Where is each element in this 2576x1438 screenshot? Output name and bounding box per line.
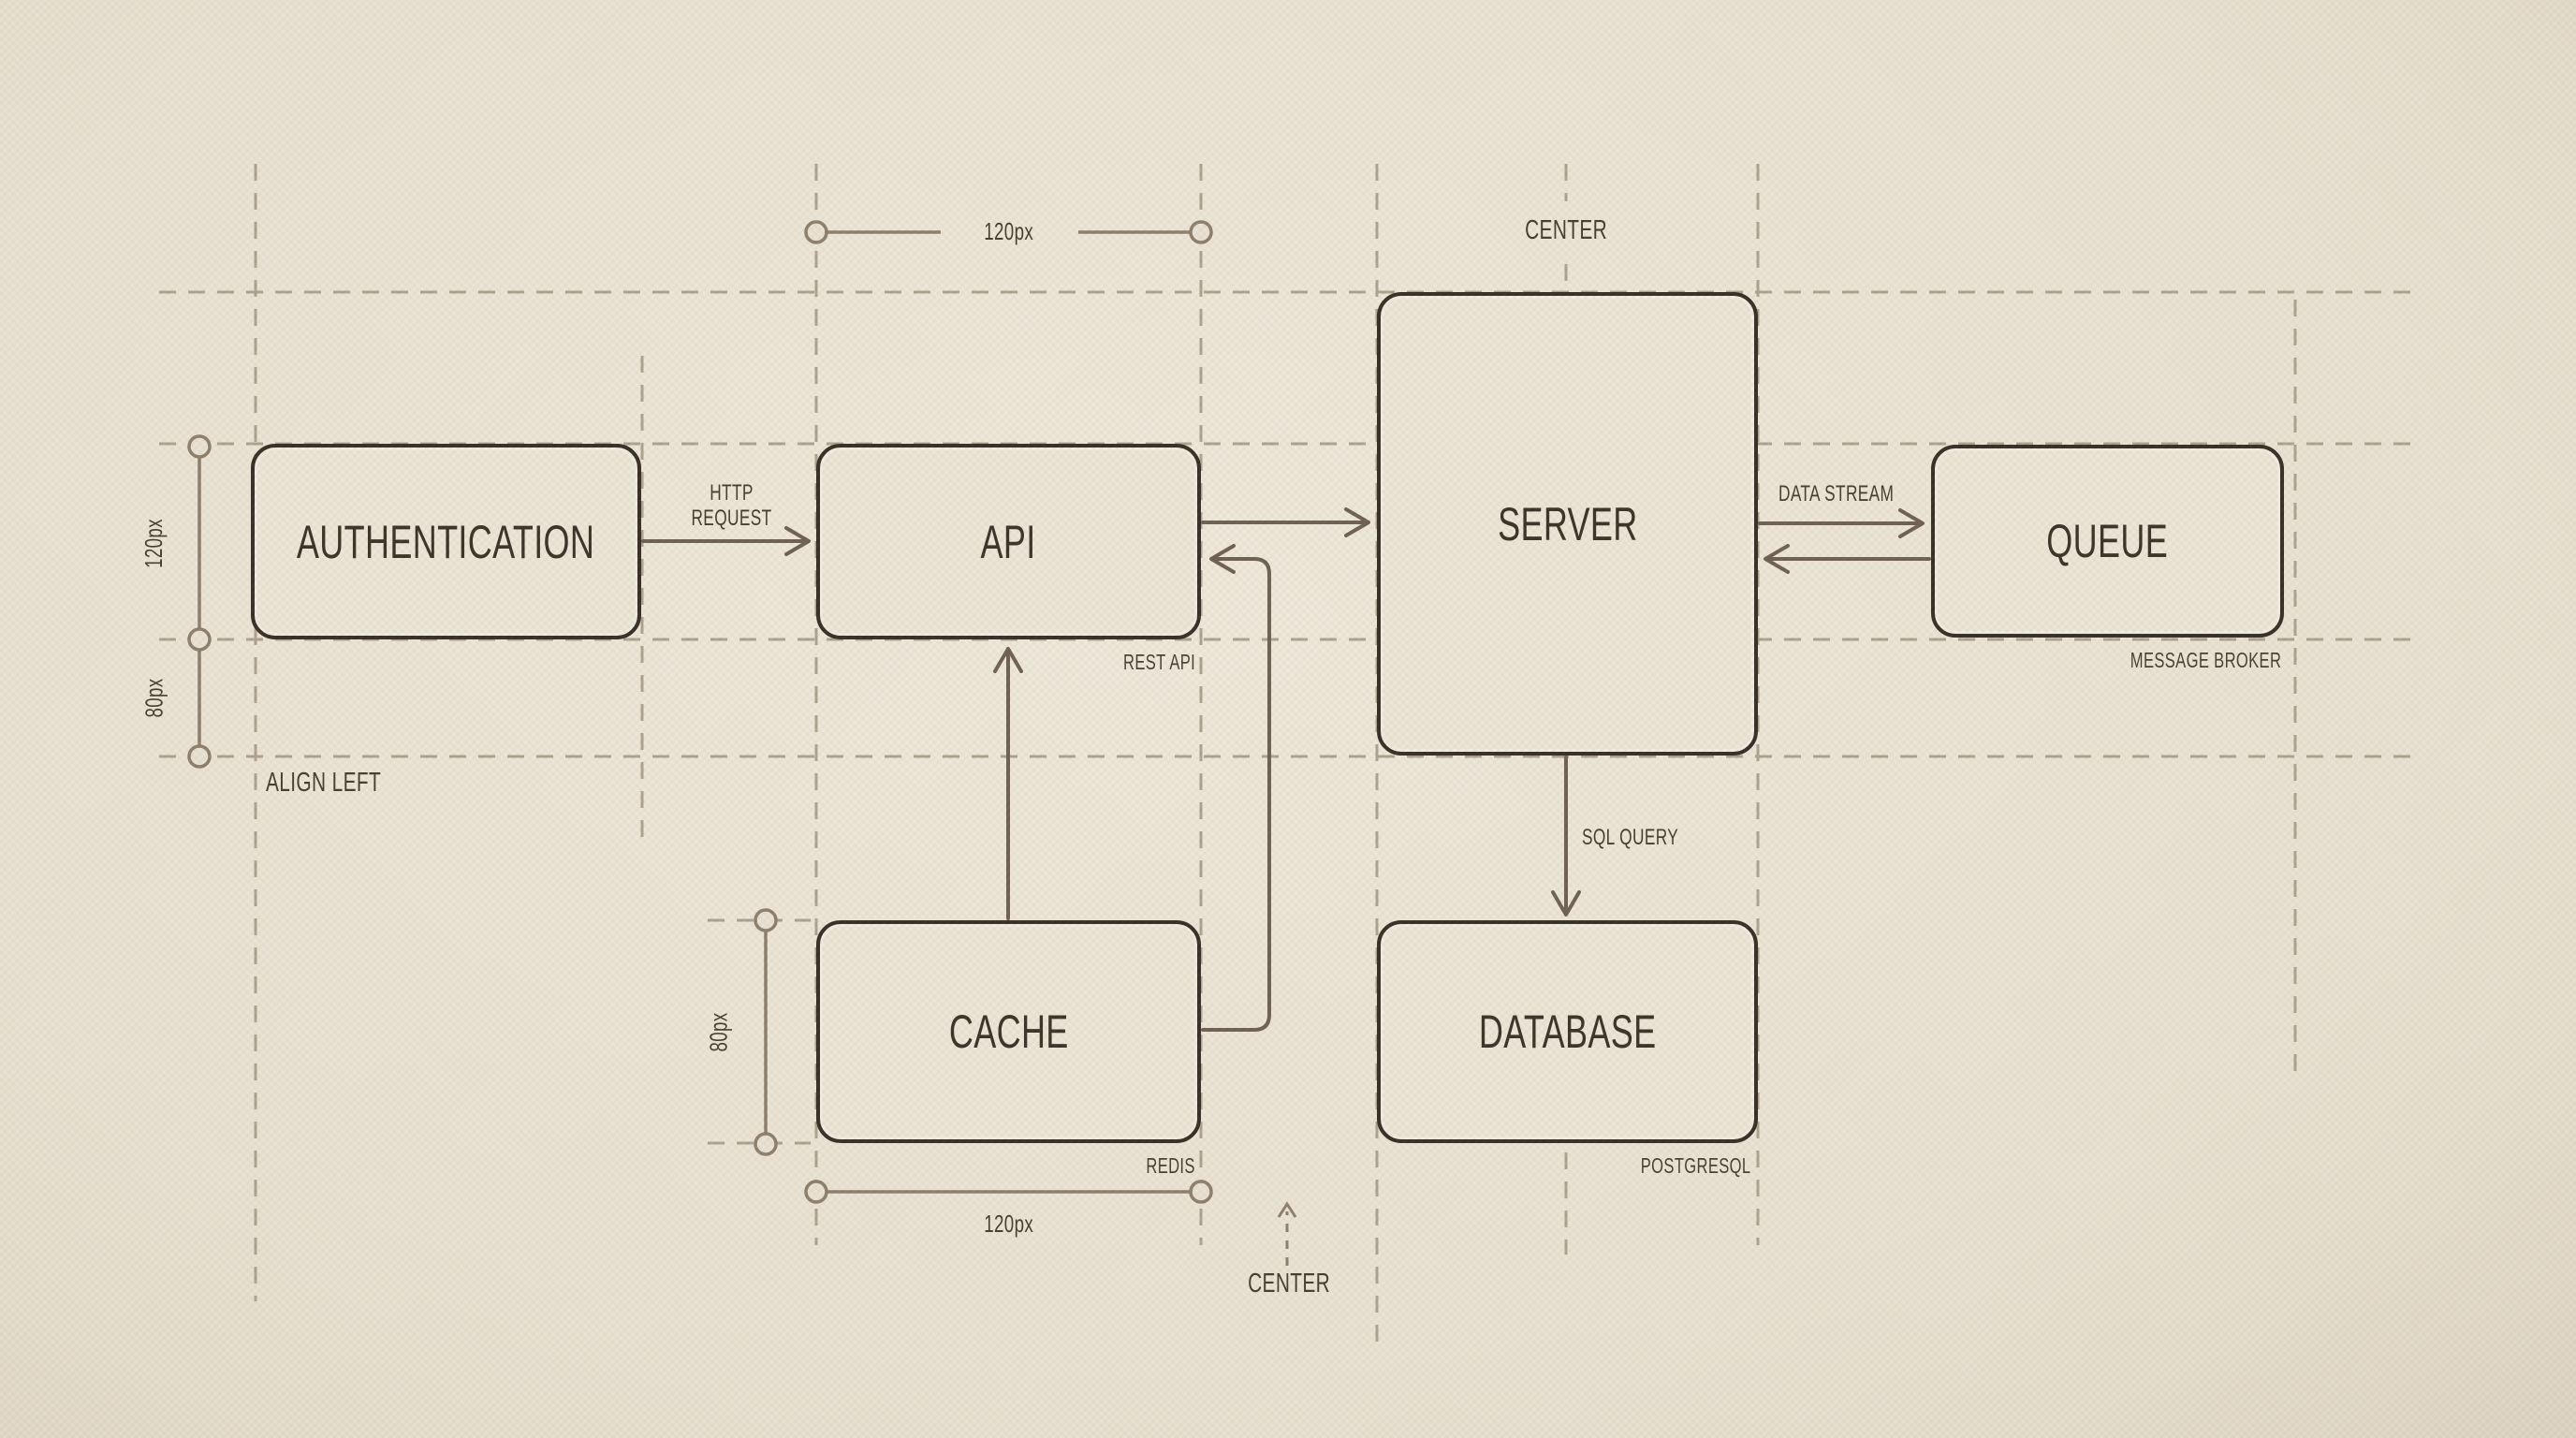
node-queue-label: QUEUE — [2046, 515, 2169, 567]
dim-endpoint — [187, 434, 212, 459]
dim-label-cache-width-text: 120px — [984, 1210, 1034, 1238]
guide-lines — [159, 164, 2421, 1343]
sublabel-redis: REDIS — [1011, 1153, 1195, 1179]
dimension-lines — [198, 230, 1190, 1194]
edge-label-data-stream-text: DATA STREAM — [1778, 481, 1895, 506]
dim-endpoint — [754, 1132, 778, 1156]
node-queue: QUEUE — [1931, 445, 2284, 638]
guide-label-center-top: CENTER — [1472, 215, 1660, 246]
edge-label-http-request: HTTP REQUEST — [637, 480, 825, 531]
node-cache: CACHE — [816, 920, 1201, 1143]
node-server-label: SERVER — [1497, 497, 1638, 550]
connector-cache-api-loop — [1201, 557, 1271, 1032]
dim-label-cache-height-text: 80px — [704, 1011, 733, 1052]
arrowhead-cache-api-loop — [1209, 544, 1236, 574]
dim-label-auth-height: 120px — [136, 468, 173, 618]
dim-label-api-width: 120px — [915, 217, 1103, 246]
guide-label-align-left: ALIGN LEFT — [266, 768, 426, 799]
sublabel-message-broker-text: MESSAGE BROKER — [2130, 648, 2281, 672]
sublabel-rest-api: REST API — [1011, 650, 1195, 675]
dim-label-cache-width: 120px — [915, 1210, 1103, 1239]
dim-endpoint — [804, 1180, 828, 1204]
sublabel-postgresql-text: POSTGRESQL — [1640, 1153, 1750, 1178]
dim-endpoint — [1189, 220, 1213, 244]
node-server: SERVER — [1377, 292, 1758, 756]
edge-label-sql-query-text: SQL QUERY — [1582, 825, 1679, 850]
sublabel-message-broker: MESSAGE BROKER — [2003, 648, 2281, 673]
arrowhead-queue-server — [1764, 544, 1790, 574]
arrowhead-api-server — [1344, 507, 1370, 537]
sublabel-rest-api-text: REST API — [1122, 650, 1195, 674]
guide-label-center-bottom: CENTER — [1195, 1269, 1383, 1299]
arrowhead-server-queue — [1898, 508, 1925, 538]
connectors — [641, 507, 1931, 1032]
edge-label-http-request-text: HTTP REQUEST — [690, 480, 772, 531]
node-authentication: AUTHENTICATION — [251, 444, 641, 639]
dim-endpoint — [754, 908, 778, 932]
node-api: API — [816, 444, 1201, 639]
node-authentication-label: AUTHENTICATION — [297, 515, 595, 568]
arrowhead-auth-api — [784, 526, 811, 556]
node-database-label: DATABASE — [1478, 1005, 1657, 1058]
center-pointer-arrowhead — [1277, 1201, 1297, 1218]
dim-endpoint — [804, 220, 828, 244]
node-api-label: API — [980, 515, 1037, 568]
guide-label-center-top-text: CENTER — [1524, 215, 1607, 245]
edge-label-sql-query: SQL QUERY — [1582, 825, 1716, 851]
sublabel-redis-text: REDIS — [1146, 1153, 1195, 1178]
guide-label-align-left-text: ALIGN LEFT — [266, 768, 382, 798]
dim-label-cache-height: 80px — [700, 957, 738, 1107]
dim-endpoint — [187, 744, 212, 769]
sublabel-postgresql: POSTGRESQL — [1498, 1153, 1750, 1179]
dim-label-row-gap: 80px — [136, 623, 173, 772]
arrowhead-server-database — [1551, 890, 1581, 917]
guide-label-center-bottom-text: CENTER — [1247, 1269, 1330, 1299]
node-database: DATABASE — [1377, 920, 1758, 1143]
dim-label-row-gap-text: 80px — [139, 677, 168, 718]
dim-label-auth-height-text: 120px — [139, 518, 168, 568]
node-cache-label: CACHE — [948, 1005, 1069, 1058]
edge-label-data-stream: DATA STREAM — [1724, 481, 1949, 507]
arrowhead-cache-api — [993, 647, 1023, 673]
dim-endpoint — [1189, 1180, 1213, 1204]
dim-label-api-width-text: 120px — [984, 217, 1034, 245]
dimension-endpoints — [187, 220, 1213, 1204]
dim-endpoint — [187, 627, 212, 652]
